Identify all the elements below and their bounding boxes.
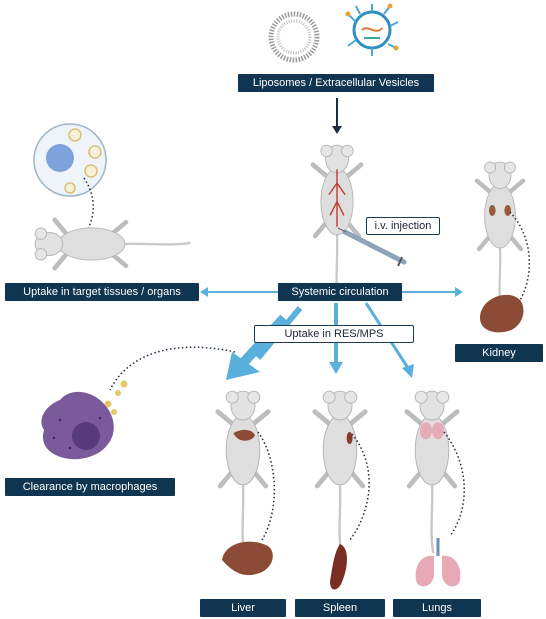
spleen-icon: [330, 544, 347, 590]
lungs-icon: [415, 538, 461, 587]
kidney-icon: [480, 294, 524, 333]
target-cell-icon: [33, 123, 107, 197]
label-res-uptake: Uptake in RES/MPS: [254, 325, 414, 343]
label-macrophages: Clearance by macrophages: [5, 478, 175, 496]
macrophage-icon: [41, 391, 114, 460]
liposome-icon: [268, 11, 320, 63]
label-target-uptake: Uptake in target tissues / organs: [5, 283, 199, 301]
liver-mouse: [218, 391, 268, 553]
label-spleen: Spleen: [295, 599, 385, 617]
target-mouse: [35, 220, 190, 268]
label-lungs: Lungs: [393, 599, 481, 617]
particles: [104, 380, 128, 415]
spleen-mouse: [315, 391, 365, 553]
label-injection: i.v. injection: [366, 217, 440, 235]
injected-mouse: [313, 145, 361, 300]
syringe-icon: [337, 227, 407, 267]
label-liver: Liver: [200, 599, 286, 617]
arrow-to-injection: [332, 98, 342, 134]
label-vesicles: Liposomes / Extracellular Vesicles: [238, 74, 434, 92]
liver-icon: [222, 541, 273, 576]
label-kidney: Kidney: [455, 344, 543, 362]
extracellular-vesicle-icon: [345, 3, 399, 56]
label-circulation: Systemic circulation: [278, 283, 402, 301]
kidney-mouse: [477, 162, 523, 311]
lungs-mouse: [407, 391, 457, 553]
